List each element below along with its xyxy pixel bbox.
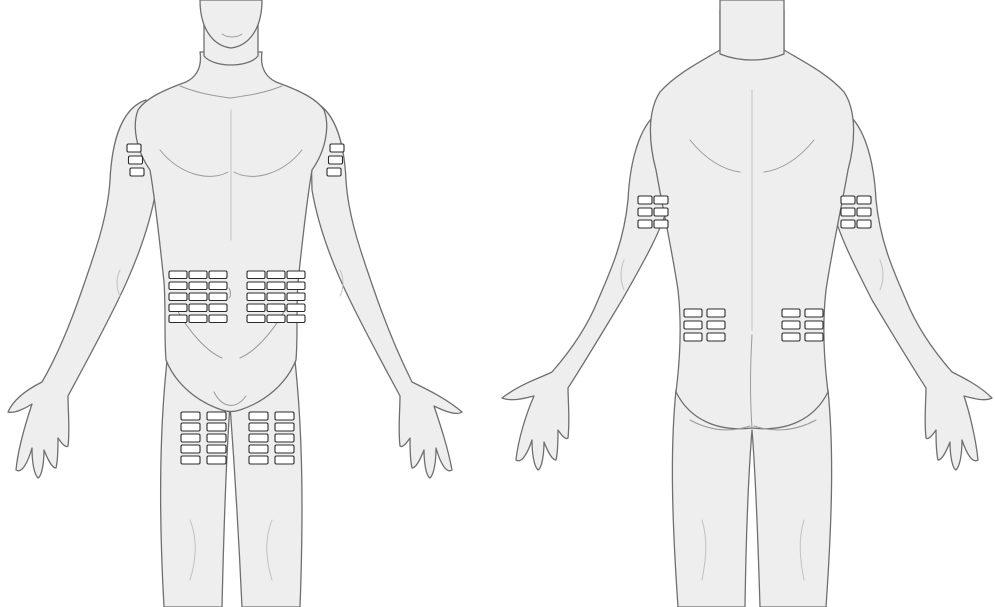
injection-site-marker [782, 333, 800, 341]
injection-site-marker [275, 456, 294, 464]
injection-site-marker [684, 309, 702, 317]
injection-site-marker [638, 196, 652, 204]
injection-site-marker [857, 196, 871, 204]
injection-site-marker [654, 208, 668, 216]
injection-site-marker [287, 282, 305, 290]
injection-site-marker [707, 321, 725, 329]
injection-site-marker [267, 282, 285, 290]
injection-site-marker [189, 304, 207, 312]
injection-site-marker [209, 282, 227, 290]
injection-site-marker [287, 304, 305, 312]
front-view-figure [8, 0, 462, 607]
injection-site-marker [275, 412, 294, 420]
injection-site-marker [249, 445, 268, 453]
injection-site-marker [805, 321, 823, 329]
injection-site-marker [805, 309, 823, 317]
injection-site-marker [805, 333, 823, 341]
injection-site-marker [207, 445, 226, 453]
injection-site-marker [207, 456, 226, 464]
injection-site-marker [247, 282, 265, 290]
back-right-arm [830, 110, 992, 470]
injection-site-marker [267, 271, 285, 279]
injection-site-marker [267, 304, 285, 312]
injection-site-marker [127, 144, 141, 152]
injection-site-marker [181, 423, 200, 431]
injection-site-marker [684, 333, 702, 341]
injection-site-marker [275, 434, 294, 442]
injection-site-marker [654, 220, 668, 228]
back-neck [720, 0, 784, 60]
injection-site-marker [181, 434, 200, 442]
injection-site-marker [249, 412, 268, 420]
injection-site-marker [330, 144, 344, 152]
injection-site-marker [707, 333, 725, 341]
injection-site-marker [247, 315, 265, 323]
injection-site-marker [189, 315, 207, 323]
injection-site-marker [129, 156, 143, 164]
injection-site-marker [247, 293, 265, 301]
injection-site-marker [169, 315, 187, 323]
injection-site-marker [267, 293, 285, 301]
injection-site-marker [275, 445, 294, 453]
injection-site-marker [267, 315, 285, 323]
injection-site-marker [287, 271, 305, 279]
injection-site-marker [249, 456, 268, 464]
front-left-abdomen-sites [169, 271, 227, 323]
injection-site-marker [249, 423, 268, 431]
injection-site-marker [327, 168, 341, 176]
injection-site-marker [130, 168, 144, 176]
injection-site-marker [654, 196, 668, 204]
injection-site-marker [189, 271, 207, 279]
back-view-figure [502, 0, 992, 607]
injection-site-marker [189, 293, 207, 301]
injection-site-marker [209, 304, 227, 312]
front-right-abdomen-sites [247, 271, 305, 323]
injection-site-marker [638, 208, 652, 216]
injection-site-marker [329, 156, 343, 164]
injection-site-marker [209, 271, 227, 279]
injection-site-marker [841, 208, 855, 216]
injection-site-marker [857, 208, 871, 216]
injection-site-marker [209, 293, 227, 301]
injection-site-marker [707, 309, 725, 317]
injection-site-marker [181, 456, 200, 464]
injection-site-marker [247, 304, 265, 312]
injection-site-marker [207, 412, 226, 420]
injection-site-marker [181, 445, 200, 453]
front-right-upper-arm-sites [327, 144, 344, 176]
front-left-upper-arm-sites [127, 144, 144, 176]
injection-site-marker [857, 220, 871, 228]
injection-site-marker [638, 220, 652, 228]
injection-site-marker [249, 434, 268, 442]
injection-site-marker [287, 315, 305, 323]
injection-site-marker [684, 321, 702, 329]
injection-site-marker [169, 282, 187, 290]
injection-site-marker [169, 304, 187, 312]
injection-site-marker [207, 434, 226, 442]
injection-site-marker [169, 293, 187, 301]
injection-site-marker [247, 271, 265, 279]
back-left-arm [502, 110, 670, 470]
injection-site-marker [189, 282, 207, 290]
injection-site-marker [782, 309, 800, 317]
injection-site-marker [782, 321, 800, 329]
injection-site-marker [207, 423, 226, 431]
injection-site-marker [287, 293, 305, 301]
injection-site-marker [169, 271, 187, 279]
injection-site-marker [181, 412, 200, 420]
injection-site-marker [275, 423, 294, 431]
injection-site-marker [841, 220, 855, 228]
injection-site-marker [209, 315, 227, 323]
injection-site-marker [841, 196, 855, 204]
